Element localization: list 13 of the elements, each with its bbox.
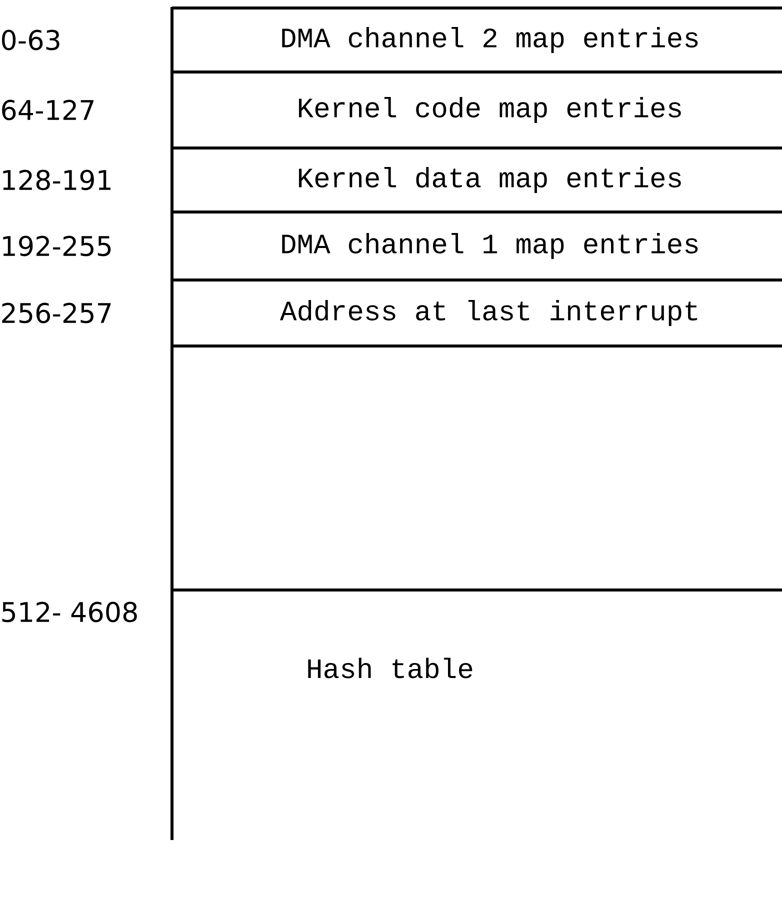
memory-region: Kernel data map entries [170, 146, 782, 212]
memory-region: Address at last interrupt [170, 278, 782, 346]
memory-region: DMA channel 2 map entries [170, 6, 782, 72]
address-range: 0-63 [2, 30, 60, 50]
address-range: 128-191 [3, 170, 110, 190]
address-range: 192-255 [3, 236, 111, 256]
memory-region: DMA channel 1 map entries [170, 210, 782, 280]
address-range: 256-257 [2, 302, 111, 324]
memory-region [170, 344, 782, 590]
memory-region: Hash table [170, 588, 782, 840]
address-range: 64-127 [2, 100, 94, 120]
memory-region: Kernel code map entries [170, 70, 782, 148]
address-range: 512- 4608 [2, 602, 137, 622]
